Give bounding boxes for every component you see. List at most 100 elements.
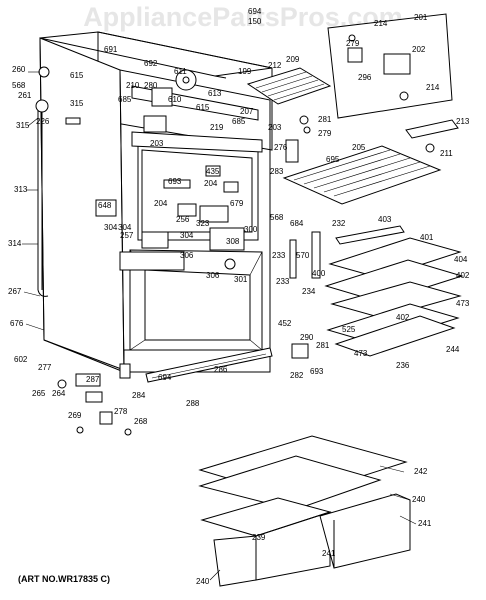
part-label: 242 [414, 467, 428, 476]
part-label: 304 [104, 223, 118, 232]
part-label: 268 [134, 417, 148, 426]
part-label: 150 [248, 17, 262, 26]
part-label: 205 [352, 143, 366, 152]
light-switch-assembly [119, 227, 245, 271]
part-label: 403 [378, 215, 392, 224]
part-label: 280 [144, 81, 158, 90]
part-label: 239 [252, 533, 266, 542]
part-label: 234 [302, 287, 316, 296]
part-label: 284 [132, 391, 146, 400]
freezer-wire-shelf [282, 119, 459, 205]
part-label: 570 [296, 251, 310, 260]
part-label: 265 [32, 389, 46, 398]
part-label: 684 [290, 219, 304, 228]
part-label: 260 [12, 65, 26, 74]
tube-fittings [35, 66, 81, 125]
refrigerant-tube [37, 110, 49, 297]
part-label: 676 [10, 319, 24, 328]
part-label: 278 [114, 407, 128, 416]
part-label: 236 [396, 361, 410, 370]
part-label: 287 [86, 375, 100, 384]
part-label: 615 [70, 71, 84, 80]
leader-lines [22, 71, 417, 581]
part-label: 290 [300, 333, 314, 342]
part-label: 210 [126, 81, 140, 90]
part-label: 435 [206, 167, 220, 176]
part-label: 209 [286, 55, 300, 64]
refrigerator-cabinet [39, 31, 273, 373]
part-label: 313 [14, 185, 28, 194]
part-label: 568 [12, 81, 26, 90]
controls-freezer [95, 165, 239, 223]
part-label: 204 [154, 199, 168, 208]
part-label: 214 [374, 19, 388, 28]
part-label: 452 [278, 319, 292, 328]
part-label: 267 [8, 287, 22, 296]
part-label: 693 [310, 367, 324, 376]
part-label: 283 [270, 167, 284, 176]
part-label: 213 [456, 117, 470, 126]
part-label: 286 [214, 365, 228, 374]
part-label: 402 [456, 271, 470, 280]
part-label: 304 [180, 231, 194, 240]
part-label: 308 [226, 237, 240, 246]
part-label: 685 [118, 95, 132, 104]
part-label: 226 [36, 117, 50, 126]
part-label: 611 [174, 67, 187, 76]
part-label: 211 [440, 149, 453, 158]
part-label: 300 [244, 225, 258, 234]
part-label: 257 [120, 231, 134, 240]
part-label: 199 [238, 67, 252, 76]
part-labels: 694 150 214 201 279 202 691 260 692 611 … [8, 7, 470, 586]
part-label: 315 [16, 121, 30, 130]
part-label: 241 [322, 549, 336, 558]
part-label: 648 [98, 201, 112, 210]
part-label: 306 [180, 251, 194, 260]
part-label: 525 [342, 325, 356, 334]
part-label: 679 [230, 199, 244, 208]
fan-motor [143, 69, 197, 133]
part-label: 694 [158, 373, 172, 382]
part-label: 204 [204, 179, 218, 188]
part-label: 281 [316, 341, 330, 350]
part-label: 695 [326, 155, 340, 164]
part-label: 241 [418, 519, 432, 528]
crisper-drawer-right [319, 493, 411, 569]
part-label: 207 [240, 107, 254, 116]
part-label: 201 [414, 13, 428, 22]
evaporator-assembly [246, 67, 332, 105]
part-label: 301 [234, 275, 248, 284]
part-label: 219 [210, 123, 224, 132]
part-label: 212 [268, 61, 282, 70]
part-label: 693 [168, 177, 182, 186]
part-label: 691 [104, 45, 118, 54]
part-label: 615 [196, 103, 210, 112]
part-label: 244 [446, 345, 460, 354]
part-label: 203 [150, 139, 164, 148]
part-label: 269 [68, 411, 82, 420]
control-panel [327, 13, 453, 119]
part-label: 240 [196, 577, 210, 586]
leveler-parts [57, 343, 309, 436]
part-label: 401 [420, 233, 434, 242]
part-label: 214 [426, 83, 440, 92]
part-label: 232 [332, 219, 346, 228]
part-label: 473 [456, 299, 470, 308]
part-label: 276 [274, 143, 288, 152]
part-label: 281 [318, 115, 332, 124]
part-label: 240 [412, 495, 426, 504]
glass-shelves [324, 225, 464, 357]
part-label: 233 [272, 251, 286, 260]
art-number: (ART NO.WR17835 C) [18, 574, 111, 584]
shelf-supports [289, 231, 321, 279]
part-label: 602 [14, 355, 28, 364]
part-label: 568 [270, 213, 284, 222]
part-label: 315 [70, 99, 84, 108]
part-label: 694 [248, 7, 262, 16]
part-label: 296 [358, 73, 372, 82]
part-label: 400 [312, 269, 326, 278]
part-label: 256 [176, 215, 190, 224]
part-label: 323 [196, 219, 210, 228]
part-label: 314 [8, 239, 22, 248]
